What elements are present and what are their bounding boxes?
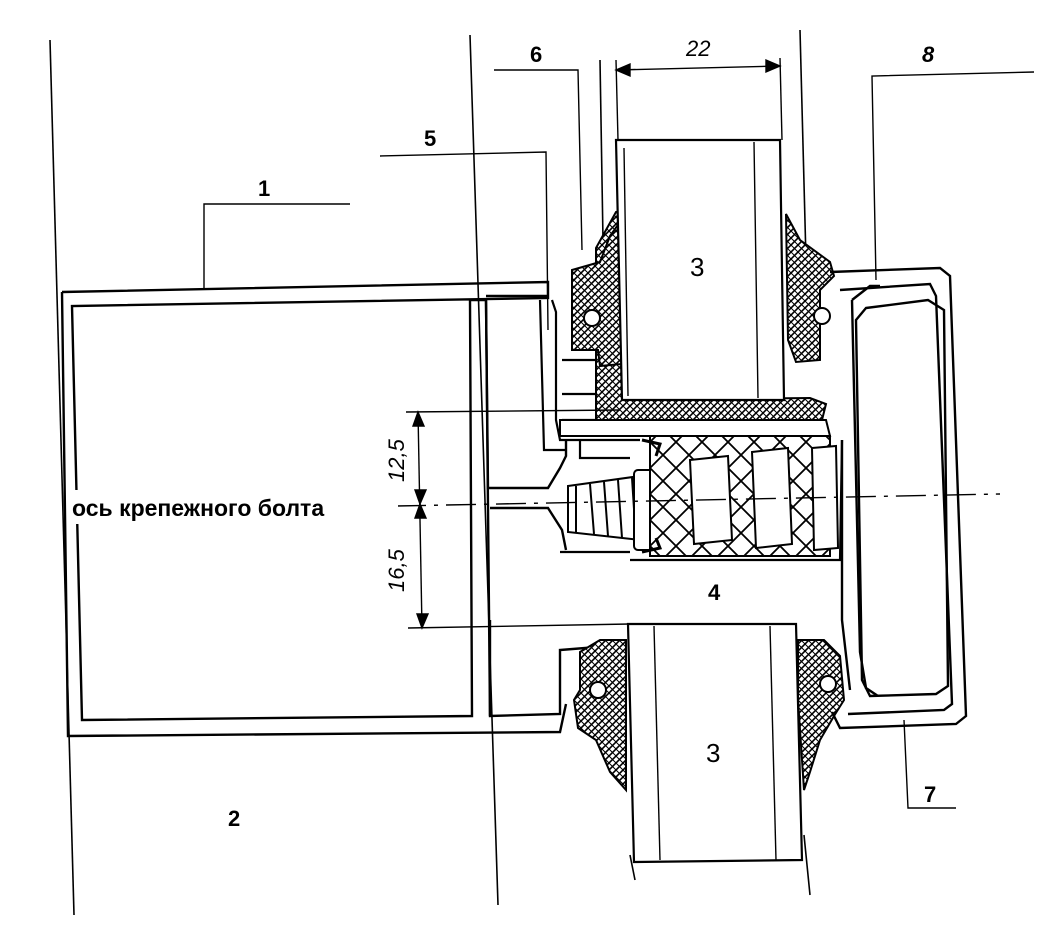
dimension-upper-offset: 12,5	[384, 438, 409, 482]
callout-1: 1	[258, 176, 270, 201]
glass-panes	[614, 138, 804, 864]
cover-cap	[829, 266, 968, 730]
channel-profile	[538, 299, 844, 562]
callout-7: 7	[924, 782, 936, 807]
axis-label-background	[68, 490, 398, 524]
dimension-lower-offset: 16,5	[384, 548, 409, 592]
thermal-break-block	[641, 435, 840, 557]
callout-3-lower-glass: 3	[706, 738, 720, 768]
upper-gaskets	[571, 213, 836, 368]
callout-5: 5	[424, 126, 436, 151]
leader-lines	[203, 69, 1035, 809]
bolt-axis-label: ось крепежного болта	[72, 495, 324, 521]
callout-8: 8	[922, 42, 935, 67]
callout-4: 4	[708, 580, 721, 605]
dimension-glass-thickness: 22	[685, 36, 710, 61]
callout-2: 2	[228, 806, 240, 831]
callout-3-upper-glass: 3	[690, 252, 704, 282]
dimension-lines	[395, 57, 1001, 630]
reference-lines	[49, 29, 811, 916]
lower-gaskets	[572, 639, 846, 793]
callout-6: 6	[530, 42, 542, 67]
